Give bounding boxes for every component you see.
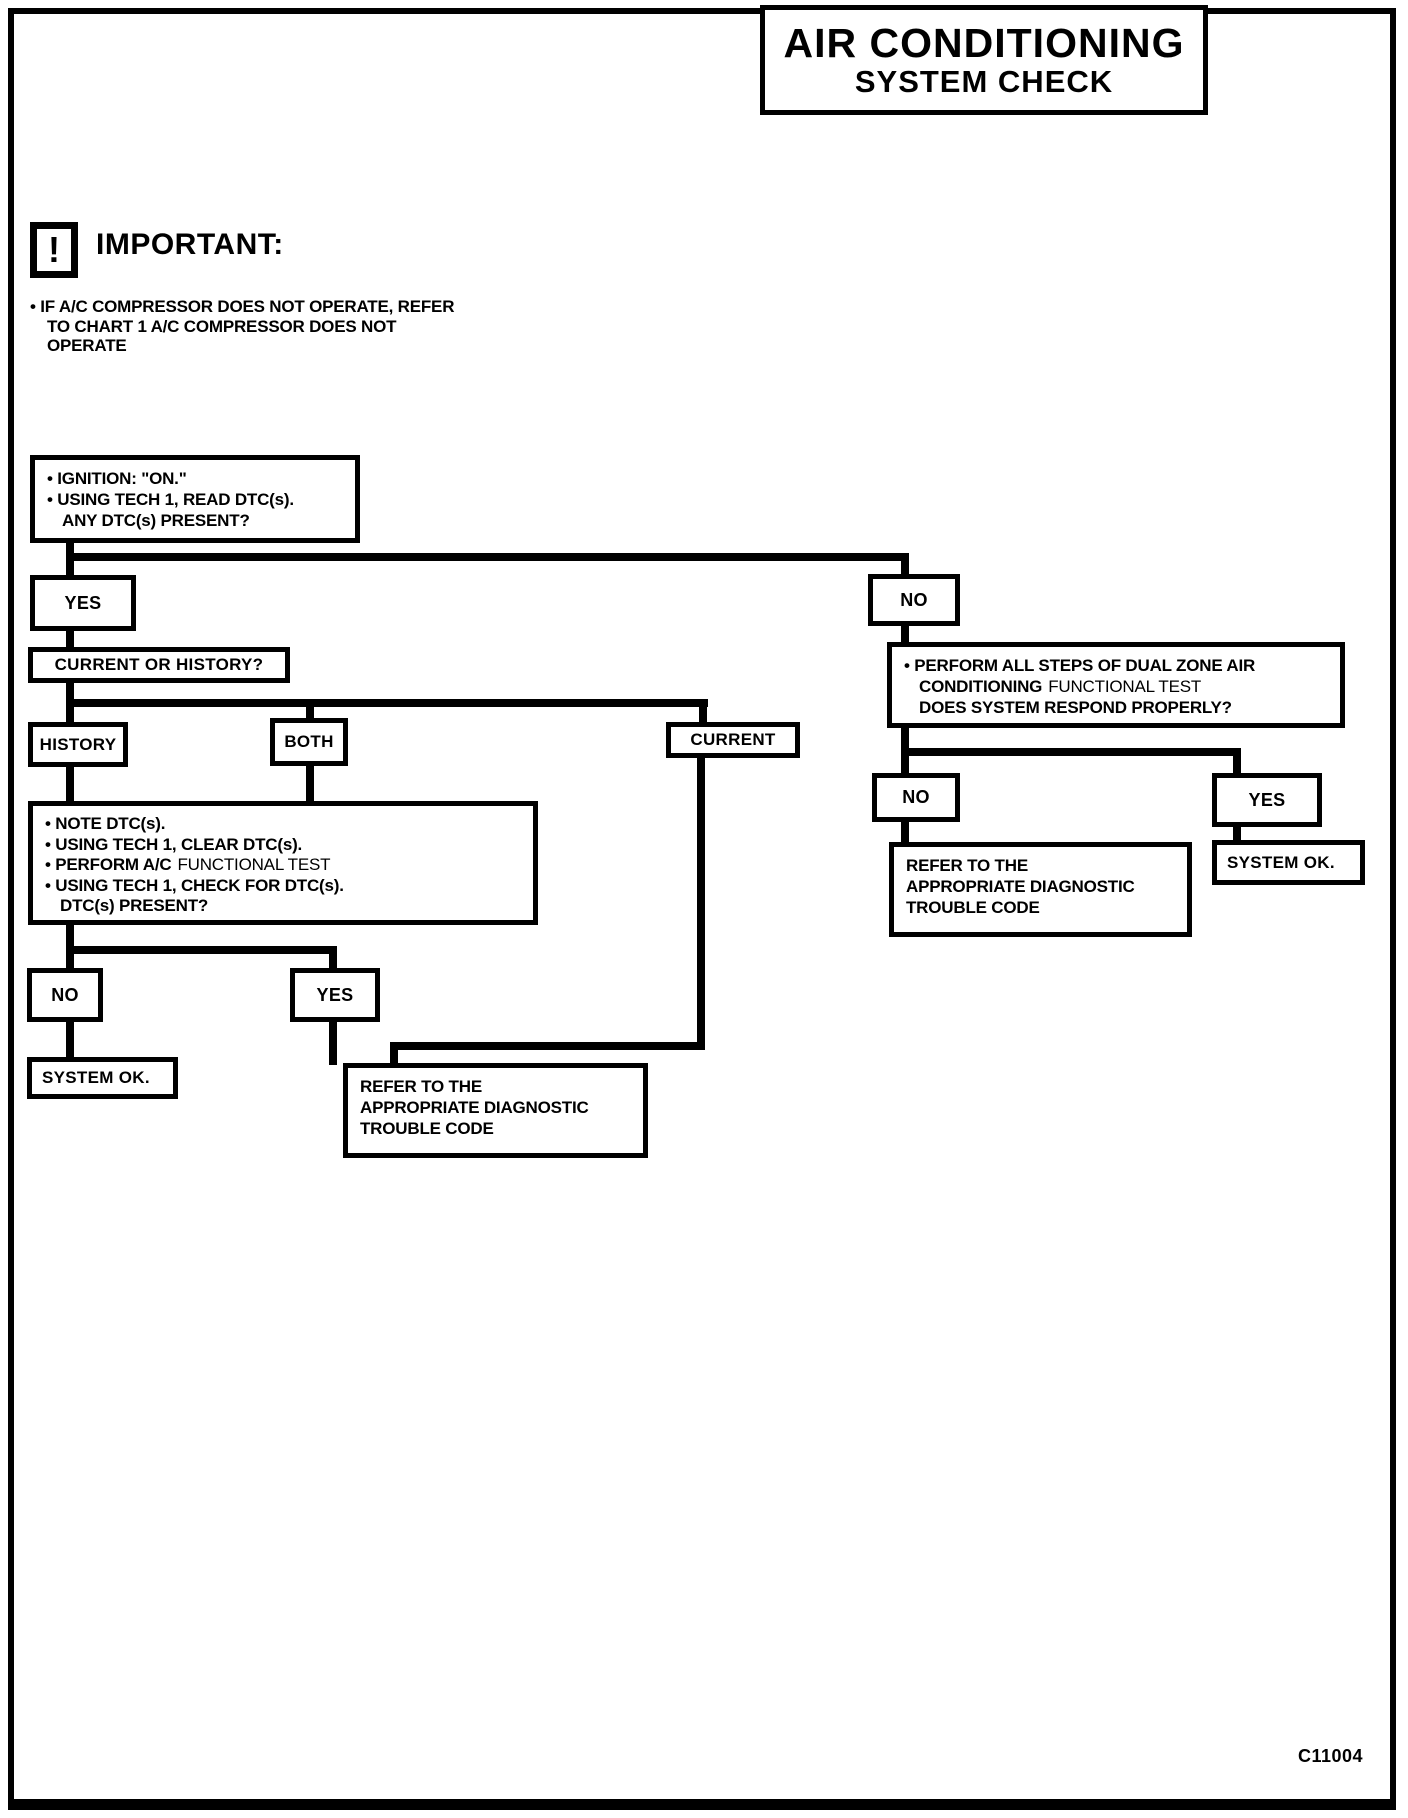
page-title-line1: AIR CONDITIONING <box>783 20 1185 66</box>
flow-box-current-or-history: CURRENT OR HISTORY? <box>28 647 290 683</box>
flow-box-ignition: • IGNITION: "ON." • USING TECH 1, READ D… <box>30 455 360 543</box>
flow-box-note-dtc: • NOTE DTC(s). • USING TECH 1, CLEAR DTC… <box>28 801 538 925</box>
refer-right-line2: APPROPRIATE DIAGNOSTIC <box>906 877 1135 896</box>
flow-box-no-after-perform: NO <box>872 773 960 822</box>
connector-no3-down <box>901 820 909 844</box>
connector-to-both <box>306 699 314 723</box>
important-label: IMPORTANT: <box>96 228 284 261</box>
page-title-line2: SYSTEM CHECK <box>854 64 1114 99</box>
ignition-line1: • IGNITION: "ON." <box>47 469 187 488</box>
note-dtc-line3: • PERFORM A/C FUNCTIONAL TEST <box>45 855 523 876</box>
connector-current-down <box>697 755 705 1050</box>
refer-right-line3: TROUBLE CODE <box>906 898 1040 917</box>
connector-to-no-right <box>901 553 909 576</box>
perform-line3: DOES SYSTEM RESPOND PROPERLY? <box>919 698 1232 717</box>
connector-current-into-refer <box>390 1042 398 1065</box>
page-border <box>8 8 1396 1810</box>
flow-box-no-after-note: NO <box>27 968 103 1022</box>
flow-box-refer-right: REFER TO THE APPROPRIATE DIAGNOSTIC TROU… <box>889 842 1192 937</box>
connector-to-yes3 <box>1233 748 1241 775</box>
flow-box-yes-left: YES <box>30 575 136 631</box>
flow-box-system-ok-left: SYSTEM OK. <box>27 1057 178 1099</box>
connector-to-yes2 <box>329 946 337 970</box>
ignition-line3: ANY DTC(s) PRESENT? <box>62 511 250 530</box>
flow-box-history: HISTORY <box>28 722 128 767</box>
connector-no-to-systemok <box>66 1020 74 1059</box>
perform-line2-regular: FUNCTIONAL TEST <box>1048 677 1202 696</box>
connector-yes3-down <box>1233 825 1241 842</box>
connector-yes-to-currenthistory <box>66 629 74 649</box>
connector-right-branch-horizontal <box>901 748 1241 756</box>
important-note-line1: • IF A/C COMPRESSOR DOES NOT OPERATE, RE… <box>30 297 455 316</box>
important-note-line3: OPERATE <box>47 336 127 355</box>
note-dtc-line1: • NOTE DTC(s). <box>45 814 166 833</box>
connector-to-current <box>699 699 707 724</box>
exclamation-icon: ! <box>30 222 78 278</box>
connector-history-down <box>66 765 74 805</box>
figure-code: C11004 <box>1298 1746 1364 1766</box>
refer-right-line1: REFER TO THE <box>906 856 1028 875</box>
connector-yes-to-refer <box>329 1020 337 1065</box>
note-dtc-line4: • USING TECH 1, CHECK FOR DTC(s). <box>45 875 344 895</box>
flow-box-perform: • PERFORM ALL STEPS OF DUAL ZONE AIR CON… <box>887 642 1345 728</box>
connector-branch-horizontal <box>66 699 708 707</box>
perform-line2: CONDITIONING FUNCTIONAL TEST <box>904 676 1330 697</box>
refer-left-line2: APPROPRIATE DIAGNOSTIC <box>360 1098 589 1117</box>
important-note-line2: TO CHART 1 A/C COMPRESSOR DOES NOT <box>47 316 397 336</box>
perform-line1: • PERFORM ALL STEPS OF DUAL ZONE AIR <box>904 656 1256 675</box>
note-dtc-line2: • USING TECH 1, CLEAR DTC(s). <box>45 834 303 854</box>
flow-box-current: CURRENT <box>666 722 800 758</box>
connector-both-down <box>306 763 314 805</box>
flow-box-refer-left: REFER TO THE APPROPRIATE DIAGNOSTIC TROU… <box>343 1063 648 1158</box>
connector-current-horizontal <box>390 1042 705 1050</box>
ignition-line2: • USING TECH 1, READ DTC(s). <box>47 490 294 509</box>
refer-left-line3: TROUBLE CODE <box>360 1119 494 1138</box>
page-title: AIR CONDITIONING SYSTEM CHECK <box>760 5 1208 115</box>
important-note: • IF A/C COMPRESSOR DOES NOT OPERATE, RE… <box>30 297 454 356</box>
connector-noyes-horizontal <box>66 946 337 954</box>
note-dtc-line3-bold: • PERFORM A/C <box>45 855 172 874</box>
connector-top-horizontal <box>66 553 909 561</box>
flow-box-system-ok-right: SYSTEM OK. <box>1212 840 1365 885</box>
flow-box-yes-after-note: YES <box>290 968 380 1022</box>
flow-box-no-right: NO <box>868 574 960 626</box>
flow-box-both: BOTH <box>270 718 348 766</box>
note-dtc-line3-regular: FUNCTIONAL TEST <box>177 855 331 874</box>
perform-line2-bold: CONDITIONING <box>919 677 1043 696</box>
flow-box-yes-after-perform: YES <box>1212 773 1322 827</box>
refer-left-line1: REFER TO THE <box>360 1077 482 1096</box>
connector-no2-down <box>901 624 909 644</box>
note-dtc-line5: DTC(s) PRESENT? <box>60 896 209 915</box>
